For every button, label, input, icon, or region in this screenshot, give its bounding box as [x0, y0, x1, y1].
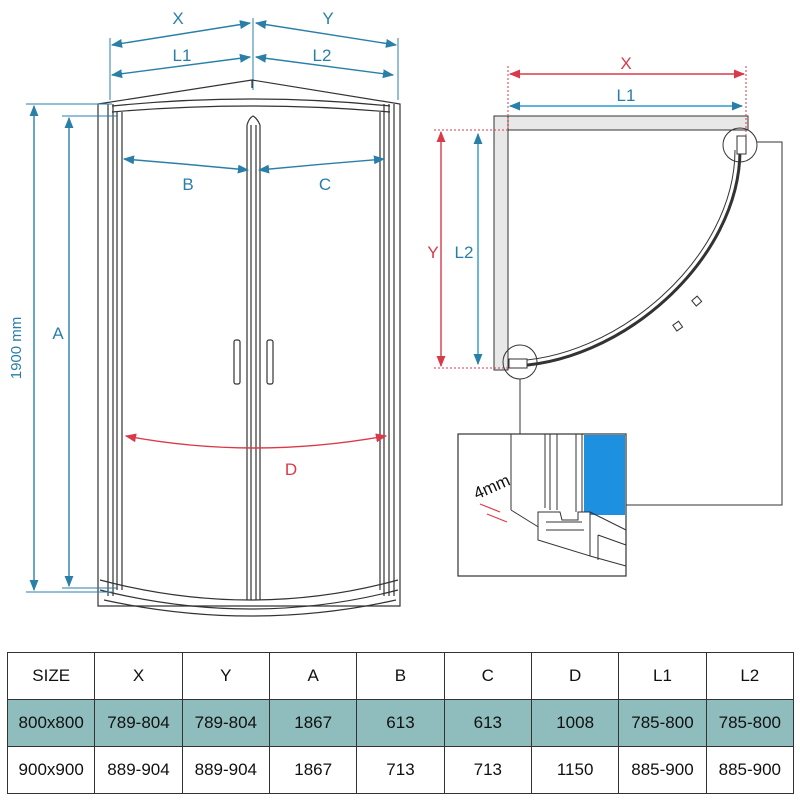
header-l2: L2: [705, 652, 795, 700]
label-c: C: [319, 175, 331, 194]
back-wall: [493, 115, 749, 131]
table-cell: 1008: [530, 699, 620, 747]
table-row: 900x900 889-904 889-904 1867 713 713 115…: [6, 746, 795, 794]
dimension-l2-plan: L2: [455, 132, 483, 366]
table-row: 800x800 789-804 789-804 1867 613 613 100…: [6, 699, 795, 747]
dimension-y-plan: Y: [427, 129, 510, 369]
label-l1-plan: L1: [617, 86, 636, 105]
table-cell: 885-900: [618, 746, 707, 794]
table-cell: 889-904: [181, 746, 270, 794]
table-cell: 1867: [268, 746, 358, 794]
label-l1-front: L1: [173, 46, 192, 65]
enclosure-outline: [97, 79, 401, 617]
left-door-handle: [233, 339, 241, 385]
detail-callout-top: [722, 127, 758, 163]
label-l2-front: L2: [313, 46, 332, 65]
header-b: B: [356, 652, 445, 700]
height-label: 1900 mm: [8, 317, 25, 380]
label-y-plan: Y: [427, 243, 438, 262]
label-y-front: Y: [322, 9, 333, 28]
header-y: Y: [181, 652, 270, 700]
right-door-handle: [266, 339, 274, 385]
table-cell: 789-804: [181, 699, 270, 747]
table-cell: 613: [356, 699, 445, 747]
plan-view: X L1 Y L2: [427, 54, 783, 506]
table-header-row: SIZE X Y A B C D L1 L2: [6, 652, 795, 700]
dimension-b: B: [122, 155, 250, 194]
table-cell: 889-904: [94, 746, 183, 794]
header-d: D: [530, 652, 620, 700]
dimension-a: A: [52, 115, 118, 589]
label-x-front: X: [172, 9, 183, 28]
header-x: X: [94, 652, 183, 700]
table-cell: 800x800: [6, 699, 96, 747]
dimension-l1-front: L1: [110, 46, 252, 79]
dimension-y-front: Y: [254, 9, 398, 48]
dimension-l1-plan: L1: [508, 86, 744, 111]
dimension-d: D: [124, 433, 388, 479]
table-cell: 785-800: [618, 699, 707, 747]
label-d: D: [285, 460, 297, 479]
dimension-height: 1900 mm: [8, 103, 112, 593]
table-cell: 785-800: [705, 699, 795, 747]
header-a: A: [268, 652, 358, 700]
curved-door: [507, 149, 742, 368]
label-a: A: [52, 324, 64, 343]
front-view: X Y L1 L2: [8, 9, 401, 617]
table-cell: 1867: [268, 699, 358, 747]
dimension-x-front: X: [109, 9, 399, 100]
table-cell: 613: [443, 699, 532, 747]
header-size: SIZE: [6, 652, 96, 700]
header-l1: L1: [618, 652, 707, 700]
side-wall: [493, 115, 509, 371]
label-b: B: [182, 175, 193, 194]
table-cell: 713: [356, 746, 445, 794]
table-cell: 713: [443, 746, 532, 794]
technical-drawing: X Y L1 L2: [8, 9, 783, 617]
table-cell: 789-804: [94, 699, 183, 747]
table-cell: 900x900: [6, 746, 96, 794]
detail-view: 4mm: [457, 433, 627, 577]
dimension-c: C: [257, 155, 386, 194]
label-l2-plan: L2: [455, 243, 474, 262]
dimension-x-plan: X: [507, 54, 747, 136]
table-cell: 1150: [530, 746, 620, 794]
header-c: C: [443, 652, 532, 700]
dimension-l2-front: L2: [254, 46, 395, 79]
label-x-plan: X: [620, 54, 631, 73]
size-table: SIZE X Y A B C D L1 L2 800x800 789-804 7…: [6, 652, 795, 794]
table-cell: 885-900: [705, 746, 795, 794]
glass-panel: [584, 435, 625, 515]
